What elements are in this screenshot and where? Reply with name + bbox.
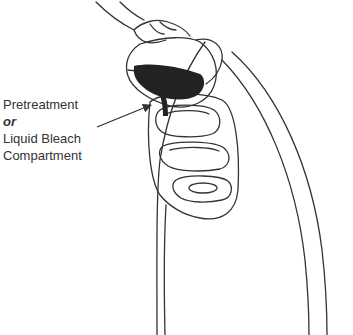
washer-edge (164, 205, 166, 335)
tub-rim (222, 60, 309, 335)
detergent-compartment (160, 142, 229, 171)
callout-label: or (3, 113, 43, 130)
softener-compartment (173, 176, 232, 202)
tub-rim (232, 52, 327, 335)
hand (96, 2, 190, 36)
callout-label: Liquid Bleach Compartment (3, 130, 103, 164)
dispenser-housing (148, 94, 238, 219)
leader-arrow (97, 105, 151, 127)
liquid (134, 64, 204, 99)
callout-label: Pretreatment (3, 96, 113, 113)
pitcher (127, 38, 217, 107)
liquid-stream (156, 86, 168, 116)
